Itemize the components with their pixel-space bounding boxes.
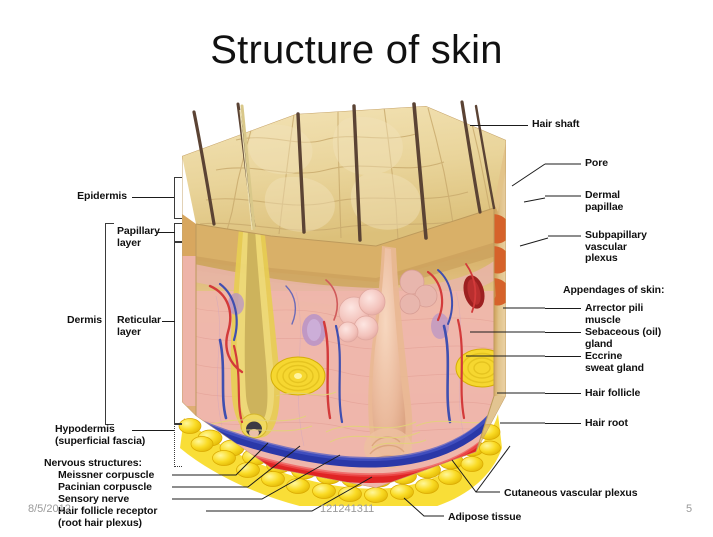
leader-hypodermis	[132, 430, 174, 431]
leader-papillary-layer	[158, 232, 175, 233]
label-cutaneous-vascular-plexus: Cutaneous vascular plexus	[504, 487, 638, 499]
label-papillary-layer: Papillary layer	[117, 225, 160, 249]
leader-hair-root	[545, 423, 581, 424]
page-title: Structure of skin	[210, 28, 503, 72]
skin-block	[182, 106, 506, 488]
footer-date: 8/5/2012	[28, 503, 71, 515]
label-reticular-layer: Reticular layer	[117, 314, 162, 338]
label-subpapillary-vascular-plexus: Subpapillary vascular plexus	[585, 229, 647, 264]
label-adipose-tissue: Adipose tissue	[448, 511, 522, 523]
label-pore: Pore	[585, 157, 608, 169]
skin-cross-section-illustration	[176, 96, 550, 506]
label-sensory-nerve: Sensory nerve	[58, 493, 130, 505]
dermis-bracket	[105, 223, 114, 425]
leader-arrector-pili	[545, 308, 581, 309]
epidermis-bracket	[174, 177, 182, 219]
label-epidermis: Epidermis	[77, 190, 127, 202]
hair-follicle-left	[230, 226, 280, 439]
leader-hair-follicle	[545, 393, 581, 394]
label-sebaceous-gland: Sebaceous (oil) gland	[585, 326, 662, 350]
dermal-vessels	[218, 318, 466, 424]
label-eccrine-sweat-gland: Eccrine sweat gland	[585, 350, 644, 374]
leader-eccrine-sweat-gland	[545, 356, 581, 357]
arrector-pili-muscle	[463, 275, 485, 309]
leader-epidermis	[132, 197, 174, 198]
footer-center-number: 121241311	[320, 503, 375, 515]
label-meissner-corpuscle: Meissner corpuscle	[58, 469, 155, 481]
footer-page-number: 5	[686, 503, 693, 515]
sebaceous-gland	[337, 269, 438, 343]
label-hair-follicle-receptor: Hair follicle receptor (root hair plexus…	[58, 505, 158, 529]
subpapillary-vascular-plexus	[208, 263, 477, 374]
pacinian-corpuscle-left	[270, 356, 326, 396]
papillary-layer-bracket	[174, 223, 182, 243]
leader-sebaceous-gland	[545, 332, 581, 333]
label-dermal-papillae: Dermal papillae	[585, 189, 624, 213]
label-hair-follicle: Hair follicle	[585, 387, 641, 399]
leader-hair-shaft	[470, 125, 528, 126]
label-arrector-pili-muscle: Arrector pili muscle	[585, 302, 644, 326]
reticular-layer-bracket	[174, 241, 182, 425]
label-dermis: Dermis	[66, 314, 102, 326]
meissner-corpuscle	[228, 293, 449, 346]
label-pacinian-corpuscle: Pacinian corpuscle	[58, 481, 152, 493]
leader-reticular-layer	[162, 321, 175, 322]
label-hair-shaft: Hair shaft	[532, 118, 580, 130]
label-hypodermis: Hypodermis (superficial fascia)	[55, 423, 146, 447]
label-nervous-structures-heading: Nervous structures:	[44, 457, 142, 469]
label-appendages-heading: Appendages of skin:	[563, 284, 665, 296]
label-hair-root: Hair root	[585, 417, 628, 429]
